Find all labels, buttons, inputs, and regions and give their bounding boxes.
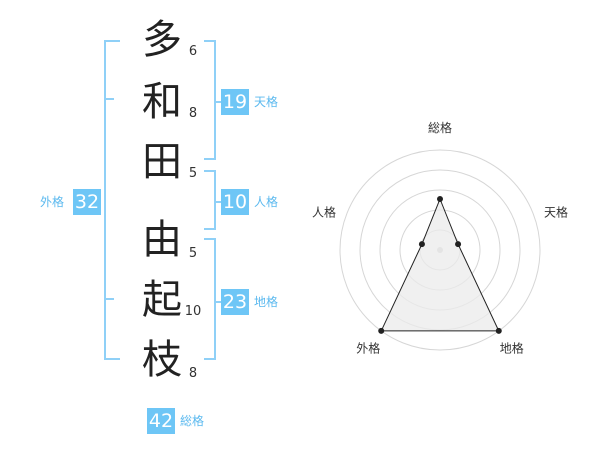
tenkaku-value: 19	[221, 89, 249, 115]
radar-point-5	[418, 241, 425, 248]
tenkaku-label: 天格	[254, 95, 279, 109]
radar-point-3	[495, 327, 502, 334]
stroke-count-2: 8	[188, 106, 198, 121]
stroke-count-1: 6	[188, 44, 198, 59]
name-char-5: 起	[142, 277, 182, 323]
soukaku-label: 総格	[180, 414, 205, 428]
gaikaku-value: 32	[73, 189, 101, 215]
stroke-count-5: 10	[184, 304, 202, 319]
radar-point-2	[455, 241, 462, 248]
stroke-count-6: 8	[188, 366, 198, 381]
stroke-count-3: 5	[188, 166, 198, 181]
chikaku-value: 23	[221, 289, 249, 315]
name-char-1: 多	[142, 17, 182, 63]
radar-point-4	[378, 327, 385, 334]
radar-polygon	[380, 197, 500, 332]
radar-ring-5	[339, 149, 541, 351]
soukaku-value: 42	[147, 408, 175, 434]
radar-axis-label-5: 人格	[312, 204, 336, 219]
gaikaku-label: 外格	[40, 195, 65, 209]
radar-axis-label-4: 外格	[356, 341, 380, 356]
stroke-count-4: 5	[188, 246, 198, 261]
name-char-2: 和	[142, 79, 182, 125]
jinkaku-value: 10	[221, 189, 249, 215]
jinkaku-label: 人格	[254, 195, 279, 209]
name-char-4: 由	[142, 217, 182, 263]
radar-axis-label-1: 総格	[428, 120, 452, 135]
radar-axis-label-2: 天格	[544, 204, 568, 219]
chikaku-label: 地格	[254, 295, 279, 309]
radar-axis-label-3: 地格	[500, 341, 524, 356]
name-char-3: 田	[142, 139, 182, 185]
name-char-6: 枝	[142, 337, 182, 383]
radar-point-1	[437, 196, 443, 202]
